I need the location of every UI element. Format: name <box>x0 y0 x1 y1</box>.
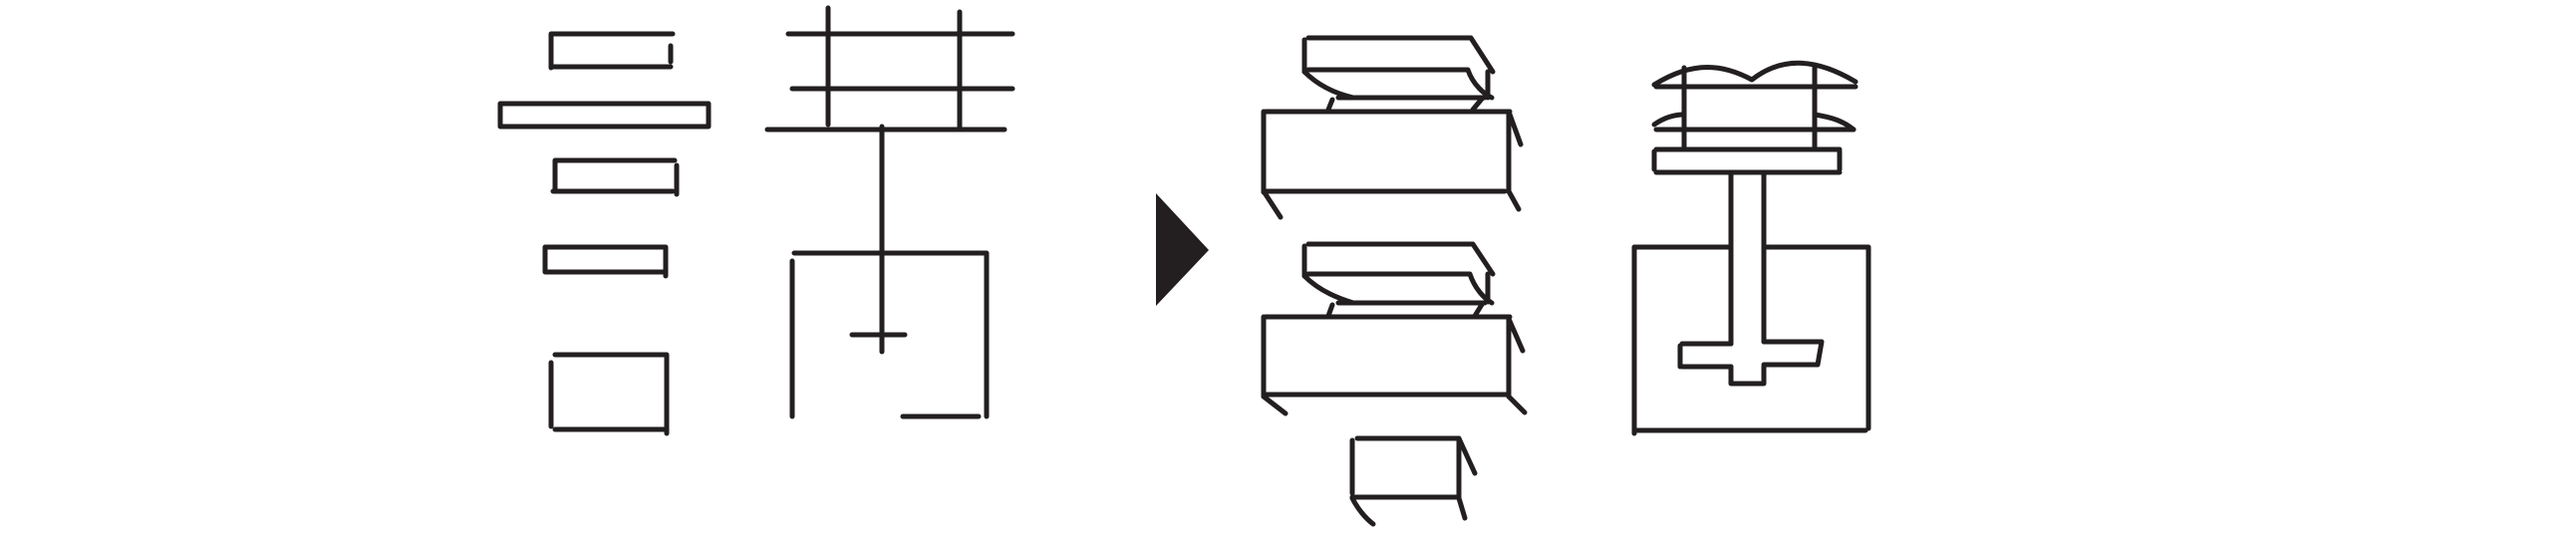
transformed-glyph-right <box>1631 60 1871 436</box>
source-glyph-left-component <box>497 31 712 436</box>
transformed-glyph-left <box>1261 35 1528 527</box>
play-triangle-right-icon <box>1156 193 1209 306</box>
source-glyph-right-component <box>764 5 1015 419</box>
